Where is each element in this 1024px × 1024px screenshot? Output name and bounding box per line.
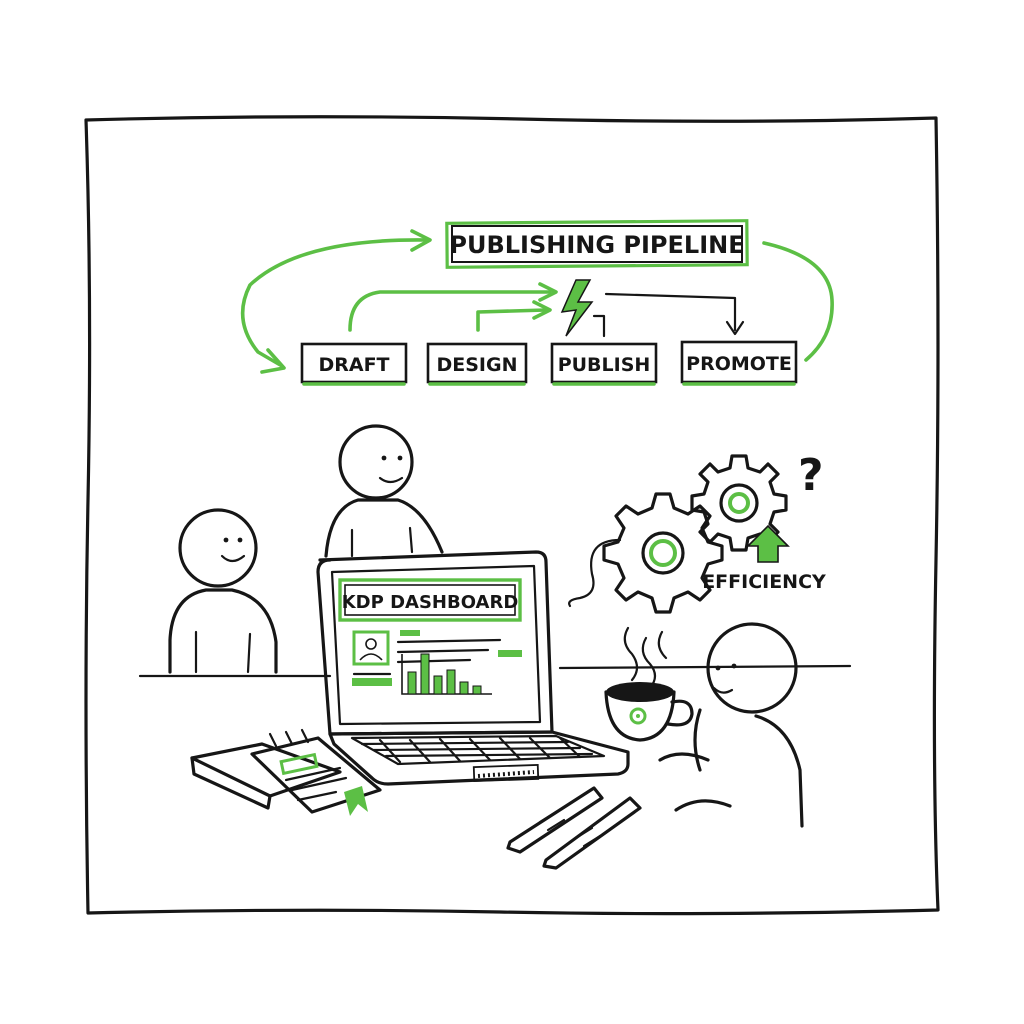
person-back: [324, 424, 444, 558]
step-design-label: DESIGN: [436, 354, 517, 376]
step-publish: PUBLISH: [550, 342, 658, 386]
pipeline-title-box: [445, 219, 749, 269]
trackpad: [472, 763, 540, 783]
dashboard-chart-bar: [407, 671, 417, 695]
step-promote-label: PROMOTE: [686, 353, 792, 375]
frame-border: [84, 115, 940, 916]
efficiency-label: EFFICIENCY: [702, 571, 826, 593]
keyboard: [350, 734, 606, 766]
gears: ? EFFICIENCY: [568, 450, 826, 614]
notebook-icon: [190, 728, 382, 816]
dashboard-chart-bar: [420, 653, 430, 695]
dashboard-title-box: [338, 578, 522, 622]
coffee-cup-icon: [604, 626, 694, 742]
pipeline: PUBLISHING PIPELINE DRAFT DESIGN PUBLISH…: [240, 219, 834, 386]
loop-arrow-right: [762, 241, 834, 362]
promote-connector: [604, 292, 737, 332]
up-arrow-icon: [746, 524, 790, 563]
pipeline-title: PUBLISHING PIPELINE: [449, 231, 744, 259]
step-draft-label: DRAFT: [318, 354, 389, 376]
bookmark-icon: [344, 786, 368, 816]
step-promote: PROMOTE: [680, 340, 798, 386]
gear-icon-small: [690, 454, 788, 552]
step-draft: DRAFT: [300, 342, 408, 386]
person-left: [168, 508, 278, 674]
dashboard-chart-bar: [446, 669, 456, 695]
laptop: KDP DASHBOARD: [316, 550, 630, 786]
dashboard-chart-bar: [433, 675, 443, 695]
dashboard-chart-bar: [459, 681, 469, 695]
loop-arrow-left: [240, 238, 430, 368]
dashboard-chart-bar: [472, 685, 482, 695]
question-mark: ?: [798, 450, 824, 501]
step-publish-label: PUBLISH: [558, 354, 651, 376]
design-connector: [476, 308, 548, 332]
table-edge: [138, 664, 852, 678]
dashboard-avatar-card: [352, 630, 390, 666]
step-design: DESIGN: [426, 342, 528, 386]
dashboard-chart: [401, 653, 492, 695]
pen-icon: [506, 786, 642, 870]
lightning-icon: [560, 279, 594, 337]
person-right: [658, 622, 804, 828]
dashboard-title: KDP DASHBOARD: [342, 592, 519, 613]
inner-connector: [348, 290, 552, 332]
